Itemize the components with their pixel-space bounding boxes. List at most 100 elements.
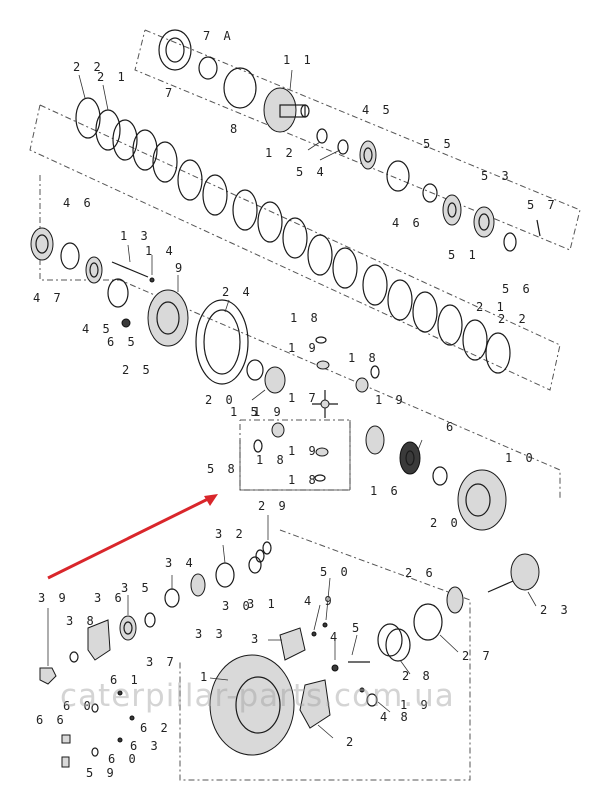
callout-21-lower: 2 1: [476, 300, 507, 314]
bolt-65: [121, 318, 131, 328]
washer-18-c: [253, 439, 263, 453]
hub-11: [263, 87, 310, 133]
callout-8: 8: [230, 122, 240, 136]
callout-30: 3 0: [222, 599, 253, 613]
callout-66: 6 6: [36, 713, 67, 727]
bearing-cup-47: [30, 227, 54, 261]
callout-20-upper: 2 0: [205, 393, 236, 407]
callout-39: 3 9: [38, 591, 69, 605]
callout-10: 1 0: [505, 451, 536, 465]
callout-19-c: 1 9: [253, 405, 284, 419]
callout-58: 5 8: [207, 462, 238, 476]
callout-49: 4 9: [304, 594, 335, 608]
callout-45-lower: 4 5: [82, 322, 113, 336]
washer-60-b: [91, 747, 99, 757]
callout-18-a: 1 8: [290, 311, 321, 325]
callout-54: 5 4: [296, 165, 327, 179]
clutch-disc-stack-upper: [75, 97, 511, 374]
plug-63: [117, 737, 123, 743]
callout-53: 5 3: [481, 169, 512, 183]
watermark-text: caterpillar-parts.com.ua: [60, 678, 455, 714]
seal-ring-7: [158, 29, 192, 71]
washer-18-d: [314, 474, 326, 482]
washer-18-a: [315, 336, 327, 344]
washer-60-a: [91, 703, 99, 713]
callout-62: 6 2: [140, 721, 171, 735]
callout-25: 2 5: [122, 363, 153, 377]
bearing-33: [190, 573, 206, 597]
side-gear-16: [365, 425, 385, 455]
callout-14: 1 4: [145, 244, 176, 258]
nut-14: [149, 277, 155, 283]
fitting-59: [61, 756, 70, 768]
bolt-13: [111, 261, 149, 278]
pinion-shaft-23: [487, 553, 540, 593]
ring-32: [215, 562, 235, 588]
callout-48: 4 8: [380, 710, 411, 724]
callout-22-upper: 2 2: [73, 60, 104, 74]
callout-57: 5 7: [527, 198, 558, 212]
washer-20-upper: [246, 359, 264, 381]
callout-65: 6 5: [107, 335, 138, 349]
bracket-36: [87, 619, 111, 661]
ring-gear-24: [195, 299, 249, 385]
housing-1: [209, 654, 295, 756]
seal-56: [503, 232, 517, 252]
callout-60-b: 6 0: [108, 752, 139, 766]
o-ring-54: [337, 139, 349, 155]
callout-46-lower: 4 6: [63, 196, 94, 210]
callout-1: 1: [200, 670, 210, 684]
cap-35: [119, 615, 137, 641]
screw-61: [117, 690, 123, 696]
nut-4: [331, 664, 339, 672]
indicator-arrow: [47, 494, 218, 580]
callout-labels: 7 A 7 8 1 1 1 2 5 4 4 5 5 5 5 3 4 6 5 1 …: [33, 29, 571, 780]
side-gear-15: [264, 366, 286, 394]
washer-18-b: [370, 365, 380, 379]
callout-23: 2 3: [540, 603, 571, 617]
callout-34: 3 4: [165, 556, 196, 570]
ring-46-upper: [386, 160, 410, 192]
bearing-26: [446, 586, 464, 614]
callout-5: 5: [352, 621, 362, 635]
callout-33: 3 3: [195, 627, 226, 641]
o-ring-37: [144, 612, 156, 628]
cup-27: [413, 603, 443, 641]
seal-30: [248, 556, 262, 574]
group-frame-clutch: [29, 104, 561, 391]
nut-48: [359, 687, 365, 693]
callout-11: 1 1: [283, 53, 314, 67]
nut-50: [322, 622, 328, 628]
washer-55: [422, 183, 438, 203]
plug-39: [39, 667, 57, 685]
ring-8: [223, 67, 257, 109]
callout-19-a: 1 9: [288, 341, 319, 355]
callout-36: 3 6: [94, 591, 125, 605]
ring-45-lower: [107, 278, 129, 308]
callout-2: 2: [346, 735, 356, 749]
callout-18-c: 1 8: [256, 453, 287, 467]
callout-18-d: 1 8: [288, 473, 319, 487]
callout-6: 6: [446, 420, 456, 434]
callout-12: 1 2: [265, 146, 296, 160]
pin-57: [536, 219, 541, 237]
callout-13: 1 3: [120, 229, 151, 243]
bearing-45-upper: [359, 140, 377, 170]
callout-21-upper: 2 1: [97, 70, 128, 84]
callout-19-e: 1 9: [400, 698, 431, 712]
ring-38: [69, 651, 79, 663]
ring-46-lower: [60, 242, 80, 270]
spring-28: [377, 623, 411, 662]
screw-62: [129, 715, 135, 721]
callout-17: 1 7: [288, 391, 319, 405]
callout-28: 2 8: [402, 669, 433, 683]
o-ring-12: [316, 128, 328, 144]
callout-35: 3 5: [121, 581, 152, 595]
callout-7: 7: [165, 86, 175, 100]
callout-32: 3 2: [215, 527, 246, 541]
callout-56: 5 6: [502, 282, 533, 296]
washer-19-lower: [366, 693, 378, 707]
washer-34: [164, 588, 180, 608]
callout-9: 9: [175, 261, 185, 275]
